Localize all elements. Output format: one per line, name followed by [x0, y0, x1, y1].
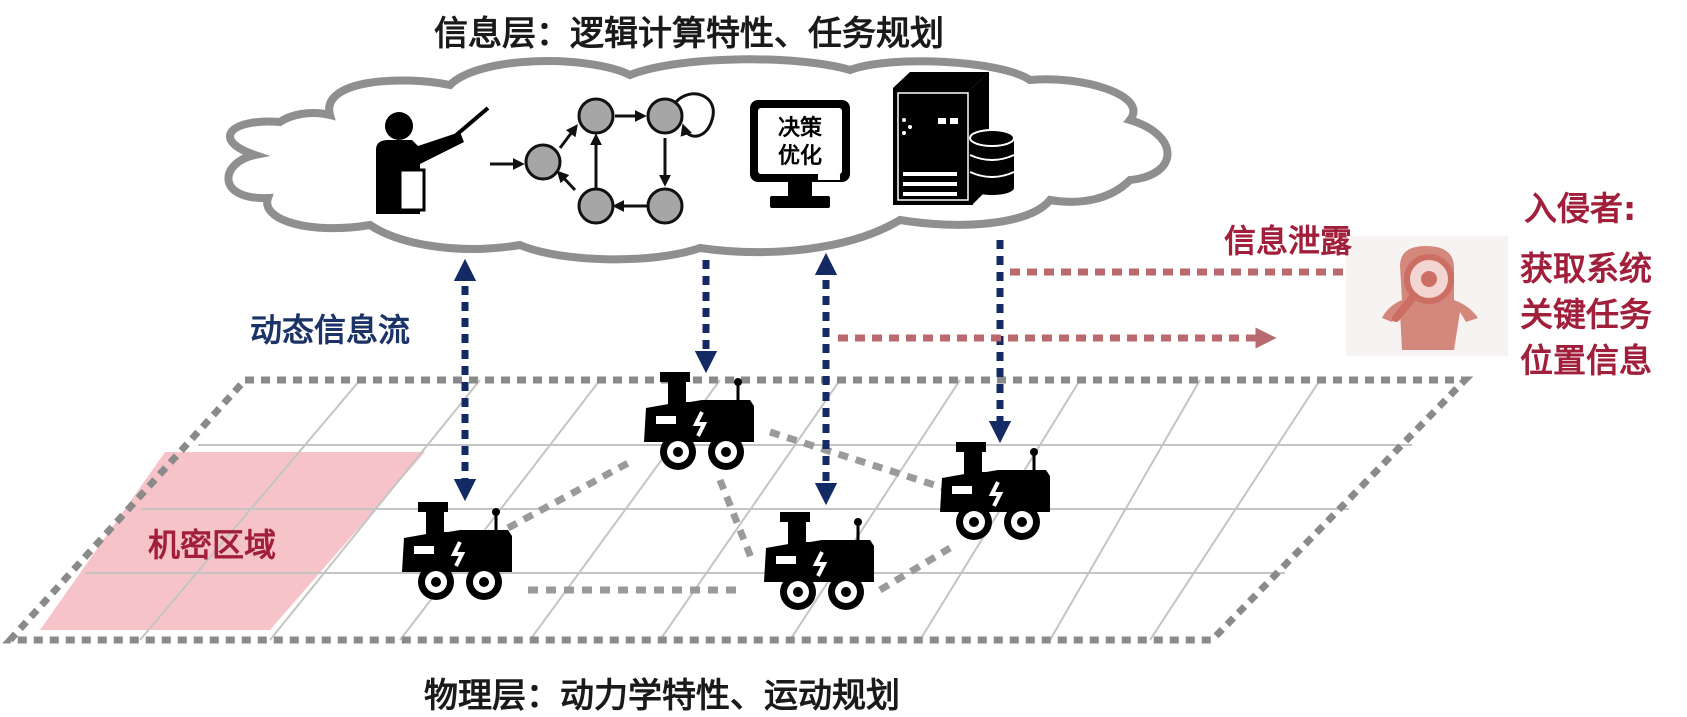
robot-links [506, 428, 952, 594]
intruder-line-2: 关键任务 [1520, 295, 1652, 334]
monitor-icon: 决策 优化 [750, 100, 850, 208]
monitor-text-line2: 优化 [778, 143, 822, 169]
intruder-title: 入侵者: [1524, 189, 1637, 228]
intruder-line-3: 位置信息 [1520, 341, 1652, 380]
leak-label: 信息泄露 [1224, 222, 1353, 260]
state-graph-icon [490, 92, 715, 225]
confidential-zone-label: 机密区域 [148, 526, 277, 564]
info-layer-cloud [224, 55, 1172, 264]
monitor-text-line1: 决策 [778, 115, 823, 141]
intruder-line-1: 获取系统 [1520, 249, 1652, 288]
leak-arrows [838, 261, 1383, 349]
physical-layer-title: 物理层：动力学特性、运动规划 [424, 676, 900, 716]
dynamic-flow-label: 动态信息流 [250, 311, 411, 349]
magnifier-icon [1392, 254, 1454, 322]
confidential-zone-fill [40, 452, 425, 630]
grid-border [2, 376, 1474, 644]
teacher-icon [376, 106, 490, 214]
info-layer-title: 信息层：逻辑计算特性、任务规划 [434, 14, 944, 54]
database-icon [969, 129, 1015, 195]
